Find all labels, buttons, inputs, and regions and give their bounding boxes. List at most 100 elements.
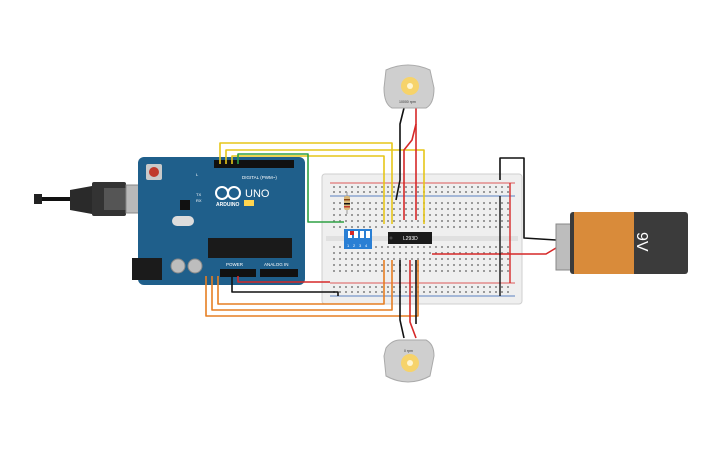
breadboard-hole: [459, 264, 461, 266]
breadboard-hole: [411, 191, 413, 193]
breadboard-hole: [387, 226, 389, 228]
l293d-chip: L293D: [388, 232, 432, 244]
breadboard-hole: [429, 202, 431, 204]
breadboard-hole: [387, 286, 389, 288]
breadboard-hole: [441, 202, 443, 204]
breadboard-hole: [435, 270, 437, 272]
breadboard-hole: [333, 208, 335, 210]
breadboard-hole: [375, 291, 377, 293]
dip-switch-number: 4: [365, 243, 368, 248]
rx-label: RX: [196, 198, 202, 203]
breadboard-hole: [495, 252, 497, 254]
breadboard-hole: [345, 291, 347, 293]
breadboard-hole: [351, 208, 353, 210]
breadboard-hole: [441, 220, 443, 222]
breadboard-hole: [447, 252, 449, 254]
breadboard-hole: [357, 226, 359, 228]
breadboard-hole: [453, 191, 455, 193]
led-l-label: L: [196, 172, 199, 177]
breadboard-hole: [501, 258, 503, 260]
breadboard-hole: [339, 246, 341, 248]
reset-button[interactable]: [149, 167, 159, 177]
breadboard-hole: [417, 220, 419, 222]
breadboard-hole: [333, 258, 335, 260]
breadboard-hole: [381, 252, 383, 254]
breadboard-hole: [465, 202, 467, 204]
breadboard-hole: [501, 226, 503, 228]
wire-green: [237, 153, 344, 223]
breadboard-hole: [447, 186, 449, 188]
breadboard-hole: [435, 252, 437, 254]
breadboard-hole: [447, 220, 449, 222]
breadboard-hole: [471, 264, 473, 266]
breadboard-hole: [363, 252, 365, 254]
breadboard-hole: [435, 191, 437, 193]
breadboard-hole: [339, 291, 341, 293]
dip-switch[interactable]: 1 2 3 4: [344, 229, 372, 249]
breadboard-hole: [483, 191, 485, 193]
breadboard-hole: [405, 208, 407, 210]
breadboard-hole: [375, 286, 377, 288]
breadboard-hole: [411, 252, 413, 254]
breadboard-hole: [489, 208, 491, 210]
breadboard-hole: [483, 264, 485, 266]
breadboard-hole: [357, 186, 359, 188]
breadboard-hole: [411, 208, 413, 210]
breadboard-hole: [447, 202, 449, 204]
wire-yellow: [219, 142, 393, 224]
breadboard-hole: [477, 220, 479, 222]
breadboard-hole: [423, 270, 425, 272]
breadboard-hole: [399, 258, 401, 260]
breadboard-hole: [405, 258, 407, 260]
breadboard-hole: [477, 214, 479, 216]
breadboard-hole: [387, 186, 389, 188]
breadboard-hole: [477, 252, 479, 254]
breadboard-hole: [501, 252, 503, 254]
breadboard-hole: [393, 246, 395, 248]
arduino-uno-board: UNO ARDUINO DIGITAL (PWM~) POWER ANALOG …: [132, 157, 305, 285]
breadboard-hole: [369, 286, 371, 288]
breadboard-hole: [435, 214, 437, 216]
breadboard-hole: [453, 226, 455, 228]
breadboard-hole: [345, 264, 347, 266]
breadboard-hole: [441, 186, 443, 188]
breadboard-hole: [447, 291, 449, 293]
breadboard-hole: [375, 208, 377, 210]
breadboard-hole: [357, 252, 359, 254]
breadboard-hole: [381, 191, 383, 193]
breadboard-hole: [459, 202, 461, 204]
breadboard-hole: [429, 186, 431, 188]
breadboard-hole: [375, 226, 377, 228]
breadboard-hole: [399, 220, 401, 222]
breadboard-hole: [375, 252, 377, 254]
dip-switch-number: 3: [359, 243, 362, 248]
breadboard-hole: [411, 214, 413, 216]
breadboard-hole: [447, 258, 449, 260]
breadboard-hole: [399, 186, 401, 188]
breadboard-hole: [429, 191, 431, 193]
breadboard-hole: [393, 208, 395, 210]
breadboard-hole: [387, 208, 389, 210]
breadboard-hole: [441, 286, 443, 288]
breadboard-hole: [333, 246, 335, 248]
breadboard-hole: [417, 258, 419, 260]
digital-header-label: DIGITAL (PWM~): [242, 175, 277, 180]
breadboard-hole: [345, 226, 347, 228]
breadboard-hole: [453, 291, 455, 293]
breadboard-hole: [495, 270, 497, 272]
breadboard-hole: [405, 286, 407, 288]
resistor: [344, 192, 350, 214]
breadboard-hole: [495, 291, 497, 293]
breadboard-hole: [381, 246, 383, 248]
breadboard-hole: [399, 214, 401, 216]
dip-switch-number: 1: [347, 243, 350, 248]
breadboard-hole: [465, 258, 467, 260]
breadboard-hole: [417, 208, 419, 210]
breadboard-hole: [429, 270, 431, 272]
breadboard-hole: [399, 202, 401, 204]
breadboard-hole: [477, 208, 479, 210]
breadboard-hole: [483, 246, 485, 248]
breadboard-hole: [339, 258, 341, 260]
breadboard-hole: [495, 202, 497, 204]
breadboard-hole: [363, 286, 365, 288]
